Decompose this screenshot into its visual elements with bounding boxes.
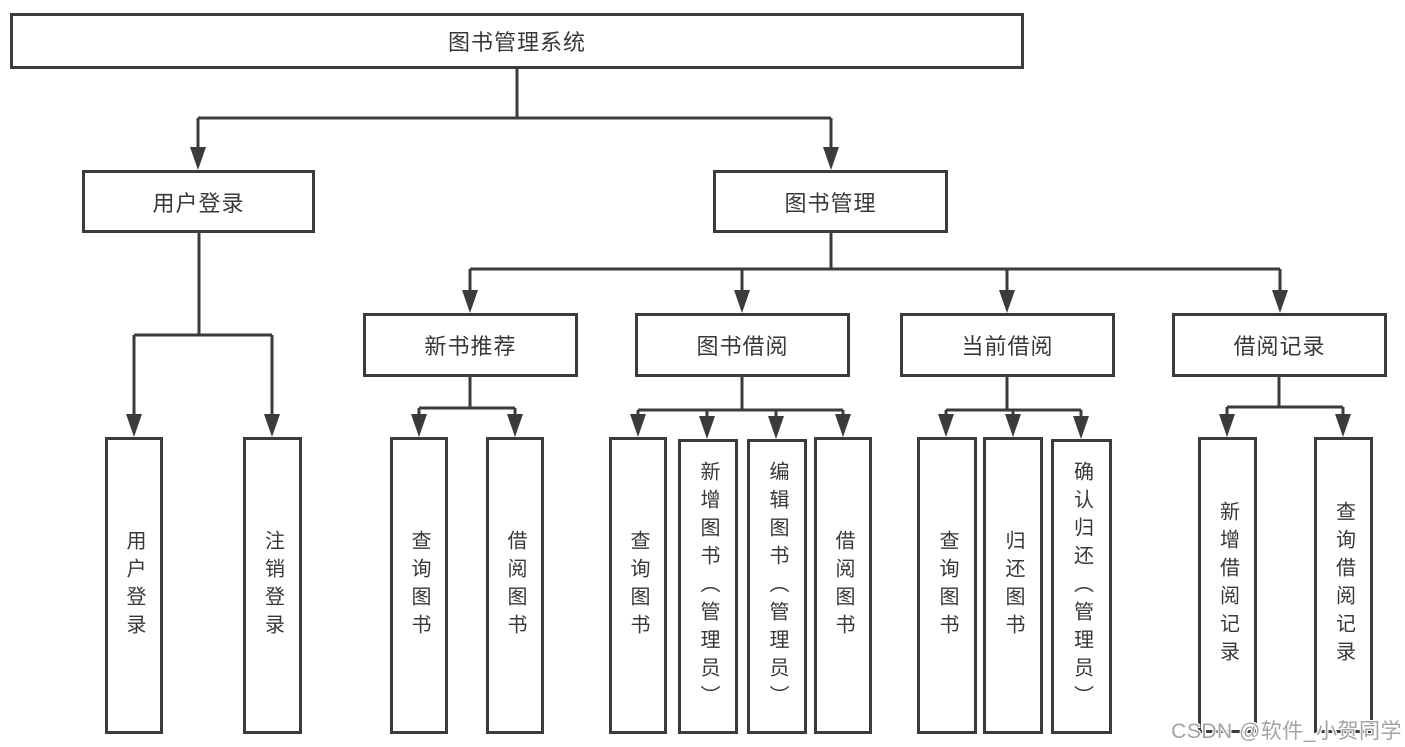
node-current-borrowing: 当前借阅	[900, 313, 1115, 377]
node-book-borrowing: 图书借阅	[635, 313, 850, 377]
node-new-book-recommendation: 新书推荐	[363, 313, 578, 377]
watermark: CSDN @软件_小贺同学	[1171, 720, 1402, 743]
node-leaf-borrow-books-newbook: 借阅图书	[486, 437, 544, 734]
node-leaf-add-borrow-record: 新增借阅记录	[1198, 437, 1257, 733]
node-leaf-query-books-current: 查询图书	[917, 437, 977, 734]
node-user-login: 用户登录	[82, 170, 315, 233]
node-leaf-return-books: 归还图书	[983, 437, 1043, 734]
node-leaf-query-books-borrowing: 查询图书	[609, 437, 667, 734]
node-borrowing-records: 借阅记录	[1172, 313, 1387, 377]
node-leaf-edit-book-admin: 编辑图书（管理员）	[747, 439, 807, 734]
node-leaf-query-borrow-record: 查询借阅记录	[1314, 437, 1373, 733]
node-leaf-query-books-newbook: 查询图书	[390, 437, 448, 734]
node-leaf-confirm-return-admin: 确认归还（管理员）	[1051, 439, 1112, 734]
node-library-management-system: 图书管理系统	[10, 13, 1024, 69]
node-leaf-logout: 注销登录	[243, 437, 302, 734]
node-leaf-add-book-admin: 新增图书（管理员）	[678, 439, 738, 734]
node-book-management: 图书管理	[713, 170, 948, 233]
node-leaf-user-login: 用户登录	[105, 437, 163, 734]
arrowheads	[126, 147, 1351, 439]
node-leaf-borrow-books-borrowing: 借阅图书	[814, 437, 872, 734]
